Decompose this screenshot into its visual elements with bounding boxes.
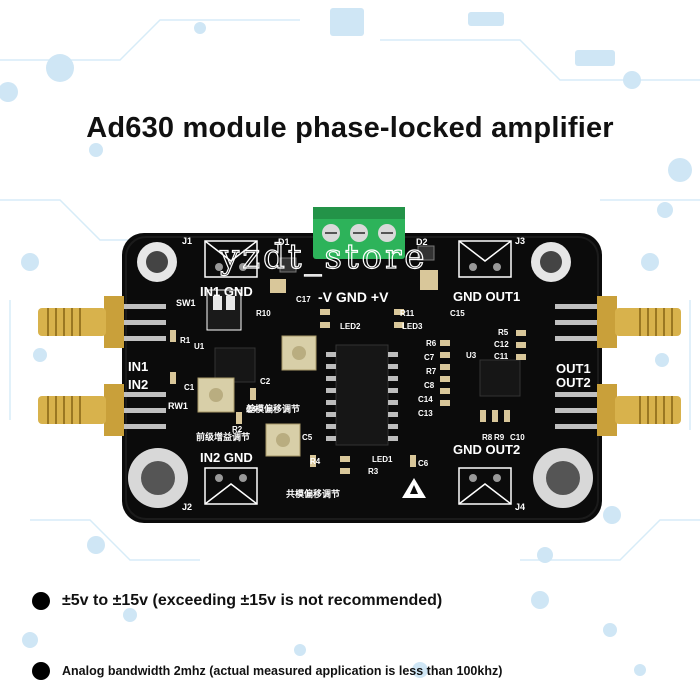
label-r7: R7 [426,367,437,376]
label-c2: C2 [260,377,271,386]
sma-connector-in1 [38,296,166,348]
label-c8: C8 [424,381,435,390]
sma-connector-out2 [555,384,681,436]
label-u3: U3 [466,351,477,360]
socket-j4 [458,467,512,505]
label-gnd-out2: GND OUT2 [453,442,520,457]
diode-d1 [279,257,297,273]
bullet-bandwidth: Analog bandwidth 2mhz (actual measured a… [32,662,502,680]
label-c14: C14 [418,395,433,404]
label-pre-gain: 前级增益调节 [196,431,250,442]
label-j4: J4 [515,502,525,512]
label-led1: LED1 [372,455,393,464]
label-common-offset: 共模偏移调节 [286,488,340,499]
label-c6: C6 [418,459,429,468]
label-sw1: SW1 [176,298,196,308]
label-out2: OUT2 [556,375,591,390]
label-r11: R11 [400,309,415,318]
label-u1: U1 [194,342,205,351]
label-c11: C11 [494,352,509,361]
label-r1: R1 [180,336,191,345]
power-terminal-block [313,207,405,259]
mounting-hole-top-left [137,242,177,282]
bullet-dot-icon [32,592,50,610]
label-in2: IN2 [128,377,148,392]
label-c12: C12 [494,340,509,349]
label-r4: R4 [310,457,321,466]
label-r6: R6 [426,339,437,348]
mounting-hole-bottom-left [128,448,188,508]
label-j3: J3 [515,236,525,246]
label-led2: LED2 [340,322,361,331]
label-in1-gnd: IN1 GND [200,284,253,299]
mounting-hole-top-right [531,242,571,282]
label-d2: D2 [416,237,428,247]
label-c17: C17 [296,295,311,304]
diode-d2 [417,245,435,261]
label-r3: R3 [368,467,379,476]
sma-connector-out1 [555,296,681,348]
label-power: -V GND +V [318,289,389,305]
potentiometer-common-offset [265,423,301,457]
label-j2: J2 [182,502,192,512]
label-diff-offset: 差模偏移调节 [246,403,300,414]
op-amp-u1 [214,347,256,383]
label-c4: C4 [246,405,257,414]
label-c1: C1 [184,383,195,392]
bullet-voltage-text: ±5v to ±15v (exceeding ±15v is not recom… [62,592,443,609]
mounting-holes [128,242,593,508]
label-j1: J1 [182,236,192,246]
bullet-voltage: ±5v to ±15v (exceeding ±15v is not recom… [32,592,442,610]
label-out1: OUT1 [556,361,591,376]
label-led3: LED3 [402,322,423,331]
label-c13: C13 [418,409,433,418]
mounting-hole-bottom-right [533,448,593,508]
label-r5: R5 [498,328,509,337]
sma-connector-in2 [38,384,166,436]
label-in1: IN1 [128,359,148,374]
label-rw1: RW1 [168,401,188,411]
bullet-dot-icon [32,662,50,680]
label-gnd-out1: GND OUT1 [453,289,520,304]
label-r8: R8 [482,433,493,442]
esd-warning-icon [402,478,426,498]
label-d1: D1 [278,237,290,247]
label-r9: R9 [494,433,505,442]
op-amp-u3 [479,359,521,397]
dip-switch-sw1 [206,289,242,331]
socket-j2 [204,467,258,505]
watermark: yzdt_store [219,237,428,277]
label-r2: R2 [232,425,243,434]
label-in2-gnd: IN2 GND [200,450,253,465]
ad630-chip [326,344,398,446]
label-r10: R10 [256,309,271,318]
potentiometer-rw1 [197,377,235,413]
headline: Ad630 module phase-locked amplifier [86,112,614,144]
label-c15: C15 [450,309,465,318]
socket-j3 [458,240,512,278]
label-c7: C7 [424,353,435,362]
potentiometer-diff-offset [281,335,317,371]
socket-j1 [204,240,258,278]
label-c5: C5 [302,433,313,442]
bullet-bandwidth-text: Analog bandwidth 2mhz (actual measured a… [62,664,503,678]
label-c10: C10 [510,433,525,442]
